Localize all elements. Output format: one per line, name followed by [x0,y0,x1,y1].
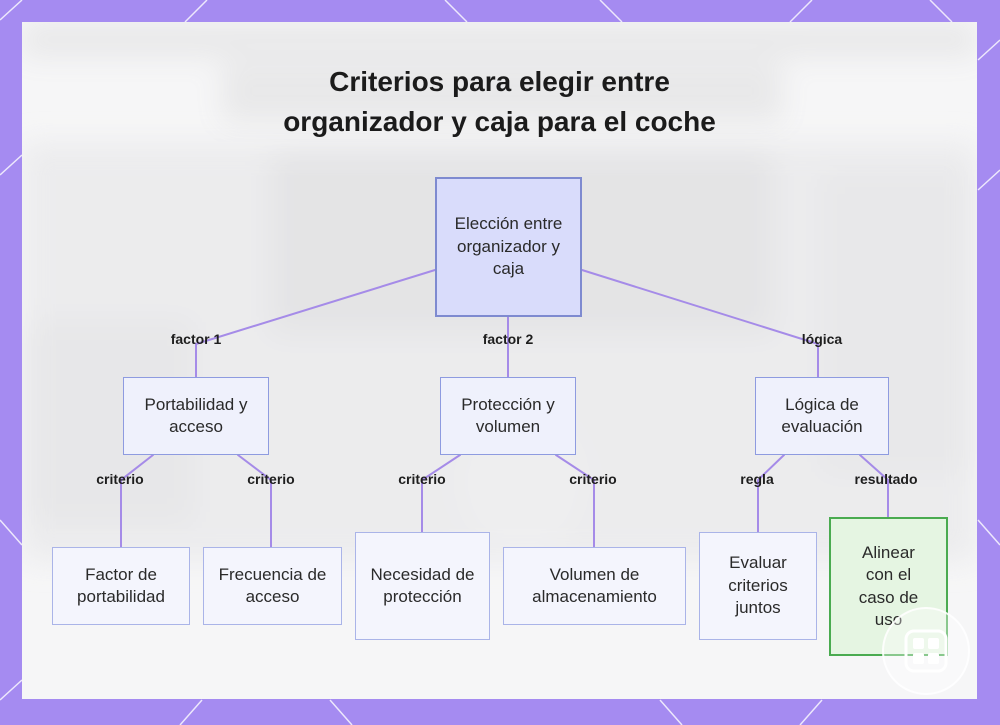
edge-label-criterio-2: criterio [247,471,294,487]
diagram-card: Criterios para elegir entre organizador … [22,22,977,699]
edge-logica-evaluar [758,455,784,532]
edge-proteccion-necesidad [422,455,460,532]
edge-label-regla: regla [740,471,773,487]
edge-portabilidad-factor [121,455,153,547]
edge-root-portabilidad [196,270,435,377]
edge-label-factor2: factor 2 [483,331,534,347]
node-volumen: Volumen de almacenamiento [503,547,686,625]
edge-label-criterio-4: criterio [569,471,616,487]
edge-root-logica [582,270,818,377]
edge-label-resultado: resultado [854,471,917,487]
node-root: Elección entre organizador y caja [435,177,582,317]
edge-proteccion-volumen [556,455,594,547]
node-evaluar: Evaluar criterios juntos [699,532,817,640]
edge-label-criterio-3: criterio [398,471,445,487]
edge-portabilidad-frecuencia [238,455,271,547]
node-frecuencia: Frecuencia de acceso [203,547,342,625]
edge-label-logica: lógica [802,331,842,347]
edge-label-factor1: factor 1 [171,331,222,347]
node-logica: Lógica de evaluación [755,377,889,455]
node-necesidad: Necesidad de protección [355,532,490,640]
node-factor-portabilidad: Factor de portabilidad [52,547,190,625]
edge-label-criterio-1: criterio [96,471,143,487]
node-proteccion: Protección y volumen [440,377,576,455]
grid-logo-icon [903,628,949,674]
node-portabilidad: Portabilidad y acceso [123,377,269,455]
brand-badge [882,607,970,695]
